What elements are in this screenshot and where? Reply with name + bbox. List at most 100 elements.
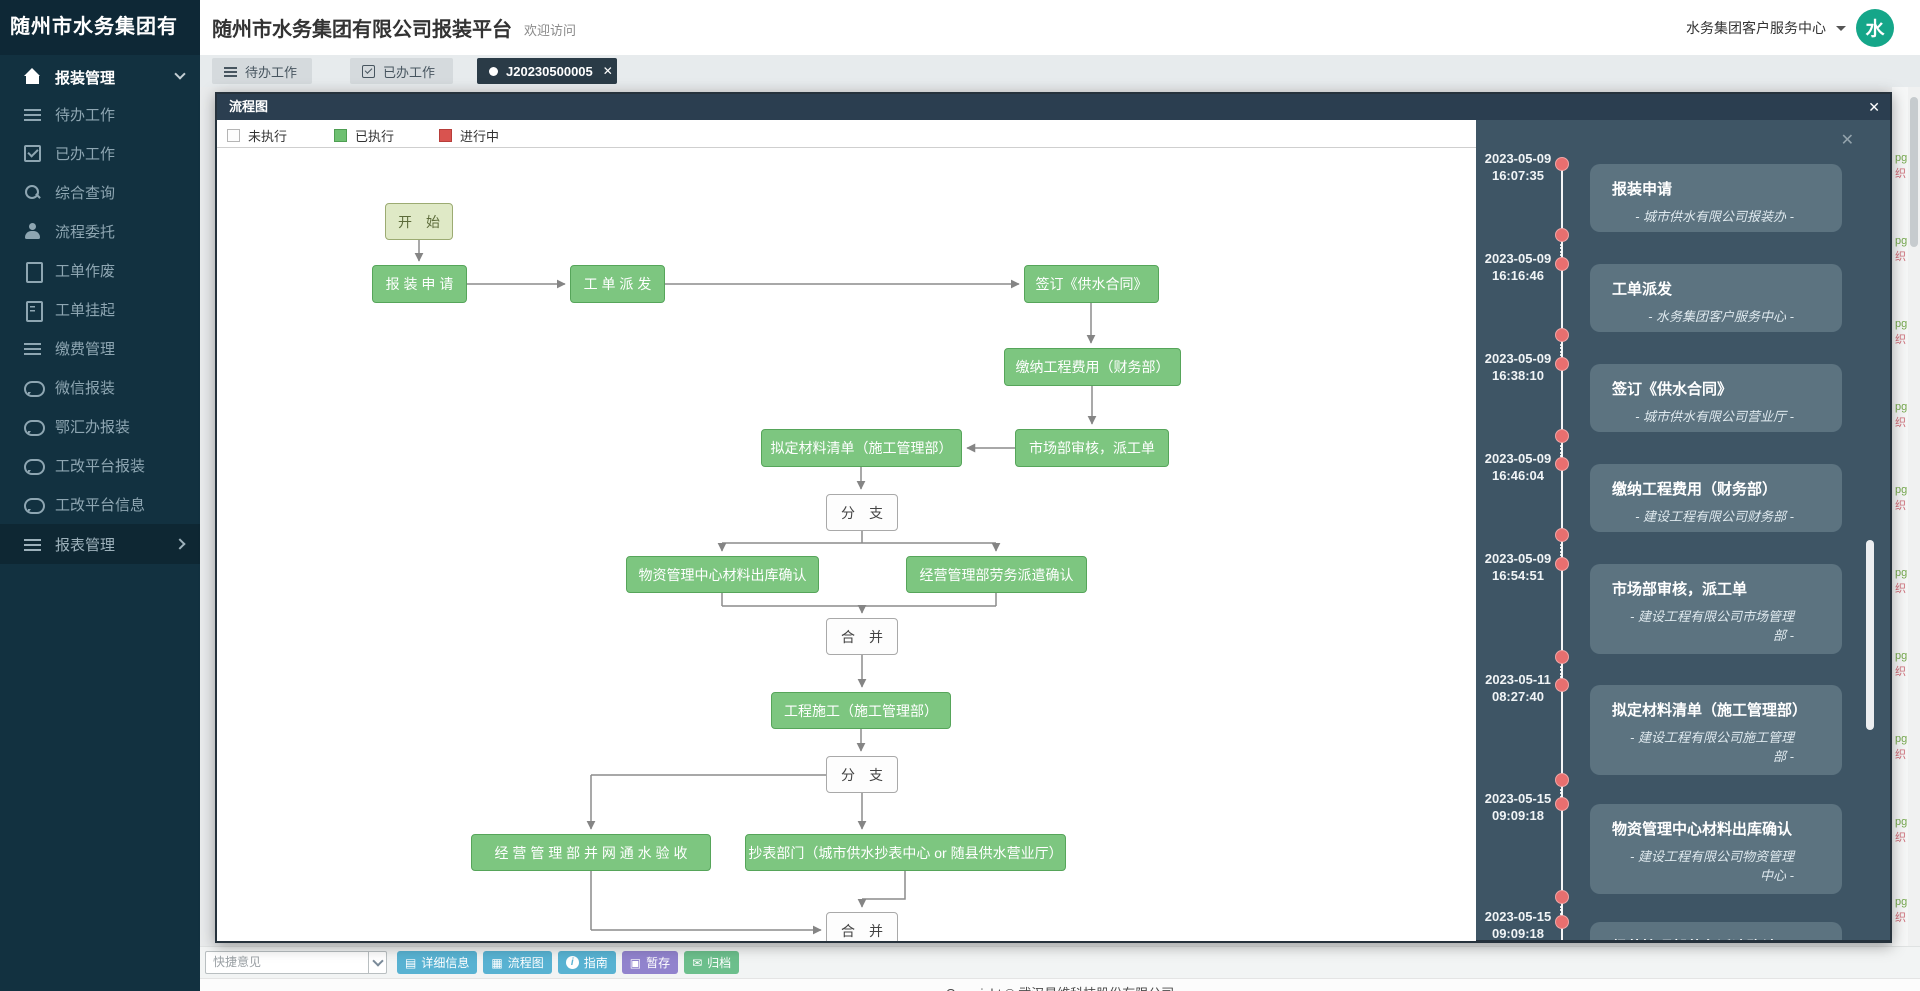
save-draft-button[interactable]: ▣ 暂存 (621, 951, 679, 974)
detail-button[interactable]: ▤ 详细信息 (397, 951, 478, 974)
sidebar-item-suspend-order[interactable]: 工单挂起 (0, 290, 200, 329)
comment-icon (24, 496, 45, 514)
comment-icon (24, 418, 45, 436)
avatar[interactable]: 水 (1856, 8, 1894, 47)
tab-todo[interactable]: 待办工作 (212, 58, 312, 84)
sidebar-item-delegate[interactable]: 流程委托 (0, 212, 200, 251)
check-square-icon (24, 145, 41, 162)
timeline-dot (1555, 157, 1569, 171)
legend-executed: 已执行 (334, 126, 394, 145)
footer: Copyright © 武汉易维科技股份有限公司 (200, 978, 1920, 991)
user-menu[interactable]: 水务集团客户服务中心 水 (1686, 0, 1894, 55)
search-icon (24, 184, 41, 201)
timeline-card[interactable]: 报装申请 - 城市供水有限公司报装办 - (1590, 164, 1842, 232)
info-icon: i (565, 956, 579, 969)
list-icon (24, 106, 41, 123)
panel-scrollbar-thumb[interactable] (1866, 540, 1874, 730)
sidebar-item-gonggai-apply[interactable]: 工改平台报装 (0, 446, 200, 485)
flow-node-contract[interactable]: 签订《供水合同》 (1024, 265, 1159, 303)
list-icon (24, 340, 41, 357)
comment-icon (24, 457, 45, 475)
timeline-dot (1555, 678, 1569, 692)
close-icon[interactable]: ✕ (602, 64, 613, 78)
sidebar-item-query[interactable]: 综合查询 (0, 173, 200, 212)
tab-done[interactable]: 已办工作 (350, 58, 453, 84)
flow-node-construction[interactable]: 工程施工（施工管理部） (771, 692, 951, 729)
quick-opinion-select[interactable]: 快捷意见 (205, 951, 387, 974)
flow-node-labor-dispatch-confirm[interactable]: 经营管理部劳务派遣确认 (906, 556, 1087, 593)
page-scrollbar[interactable] (1908, 87, 1920, 946)
timeline-card[interactable]: 市场部审核，派工单 - 建设工程有限公司市场管理部 - (1590, 564, 1842, 654)
sidebar-item-void-order[interactable]: 工单作废 (0, 251, 200, 290)
scrollbar-thumb[interactable] (1910, 97, 1918, 247)
not-executed-swatch (227, 129, 240, 142)
action-bar: 快捷意见 ▤ 详细信息 ▦ 流程图 i 指南 ▣ 暂存 ✉ 归档 (200, 946, 1920, 978)
user-menu-label: 水务集团客户服务中心 (1686, 19, 1826, 36)
timeline-dot (1555, 328, 1569, 342)
modal-close-icon[interactable]: ✕ (1868, 99, 1880, 115)
flow-canvas: 开 始 报 装 申 请 工 单 派 发 签订《供水合同》 缴纳工程费用（财务部）… (217, 149, 1476, 941)
modal-title: 流程图 (217, 94, 1890, 120)
welcome-text: 欢迎访问 (524, 23, 577, 38)
flow-node-split-2[interactable]: 分 支 (826, 756, 898, 793)
flow-node-water-acceptance[interactable]: 经 营 管 理 部 并 网 通 水 验 收 (471, 834, 711, 871)
flow-legend: 未执行 已执行 进行中 (217, 120, 1476, 148)
timeline-card[interactable]: 拟定材料清单（施工管理部） - 建设工程有限公司施工管理部 - (1590, 685, 1842, 775)
executed-swatch (334, 129, 347, 142)
timeline-card[interactable]: 签订《供水合同》 - 城市供水有限公司营业厅 - (1590, 364, 1842, 432)
timeline-dot (1555, 357, 1569, 371)
sidebar-item-reports[interactable]: 报表管理 (0, 524, 200, 564)
sitemap-icon: ▦ (491, 955, 503, 970)
file-icon (24, 262, 43, 283)
sidebar-item-baozhuang-guanli[interactable]: 报装管理 (0, 56, 200, 98)
sidebar-item-gonggai-info[interactable]: 工改平台信息 (0, 485, 200, 524)
envelope-icon: ✉ (692, 955, 703, 970)
timeline-card[interactable]: 缴纳工程费用（财务部） - 建设工程有限公司财务部 - (1590, 464, 1842, 532)
timeline-dot (1555, 890, 1569, 904)
flow-node-pay-fees[interactable]: 缴纳工程费用（财务部） (1004, 348, 1181, 386)
flow-node-materials-list[interactable]: 拟定材料清单（施工管理部） (761, 429, 962, 467)
sidebar-item-todo[interactable]: 待办工作 (0, 95, 200, 134)
archive-button[interactable]: ✉ 归档 (684, 951, 740, 974)
timeline-card[interactable]: 物资管理中心材料出库确认 - 建设工程有限公司物资管理中心 - (1590, 804, 1842, 894)
flow-node-market-review[interactable]: 市场部审核，派工单 (1015, 429, 1169, 467)
panel-close-icon[interactable]: ✕ (1840, 132, 1854, 149)
timeline-dot (1555, 773, 1569, 787)
flow-node-warehouse-confirm[interactable]: 物资管理中心材料出库确认 (626, 556, 819, 593)
timeline-dot (1555, 457, 1569, 471)
flowchart-button[interactable]: ▦ 流程图 (483, 951, 552, 974)
tab-order-active[interactable]: J20230500005 ✕ (477, 58, 617, 84)
flow-node-dispatch[interactable]: 工 单 派 发 (570, 265, 665, 303)
sidebar-item-ehuiban[interactable]: 鄂汇办报装 (0, 407, 200, 446)
chevron-down-icon (368, 952, 386, 973)
flow-node-start[interactable]: 开 始 (385, 203, 453, 240)
flow-node-split-1[interactable]: 分 支 (826, 494, 898, 531)
timeline-dot (1555, 650, 1569, 664)
timeline-card[interactable]: 工单派发 - 水务集团客户服务中心 - (1590, 264, 1842, 332)
caret-down-icon (1836, 26, 1846, 31)
file-icon (24, 301, 43, 322)
sidebar-item-payment[interactable]: 缴费管理 (0, 329, 200, 368)
guide-button[interactable]: i 指南 (557, 951, 616, 974)
dot-icon (489, 66, 498, 76)
flow-node-join-2[interactable]: 合 并 (826, 912, 898, 941)
timeline-dot (1555, 557, 1569, 571)
timeline-dot (1555, 797, 1569, 811)
sidebar-item-done[interactable]: 已办工作 (0, 134, 200, 173)
flow-node-apply[interactable]: 报 装 申 请 (372, 265, 467, 303)
timeline-dot (1555, 528, 1569, 542)
sidebar-item-wechat[interactable]: 微信报装 (0, 368, 200, 407)
flow-node-meter-department[interactable]: 抄表部门（城市供水抄表中心 or 随县供水营业厅） (745, 834, 1066, 871)
timeline-dot (1555, 429, 1569, 443)
flow-node-join-1[interactable]: 合 并 (826, 618, 898, 655)
timeline-card[interactable]: 经营管理部劳务派遣确认 (1590, 922, 1842, 940)
page-title: 随州市水务集团有限公司报装平台 (212, 19, 512, 41)
